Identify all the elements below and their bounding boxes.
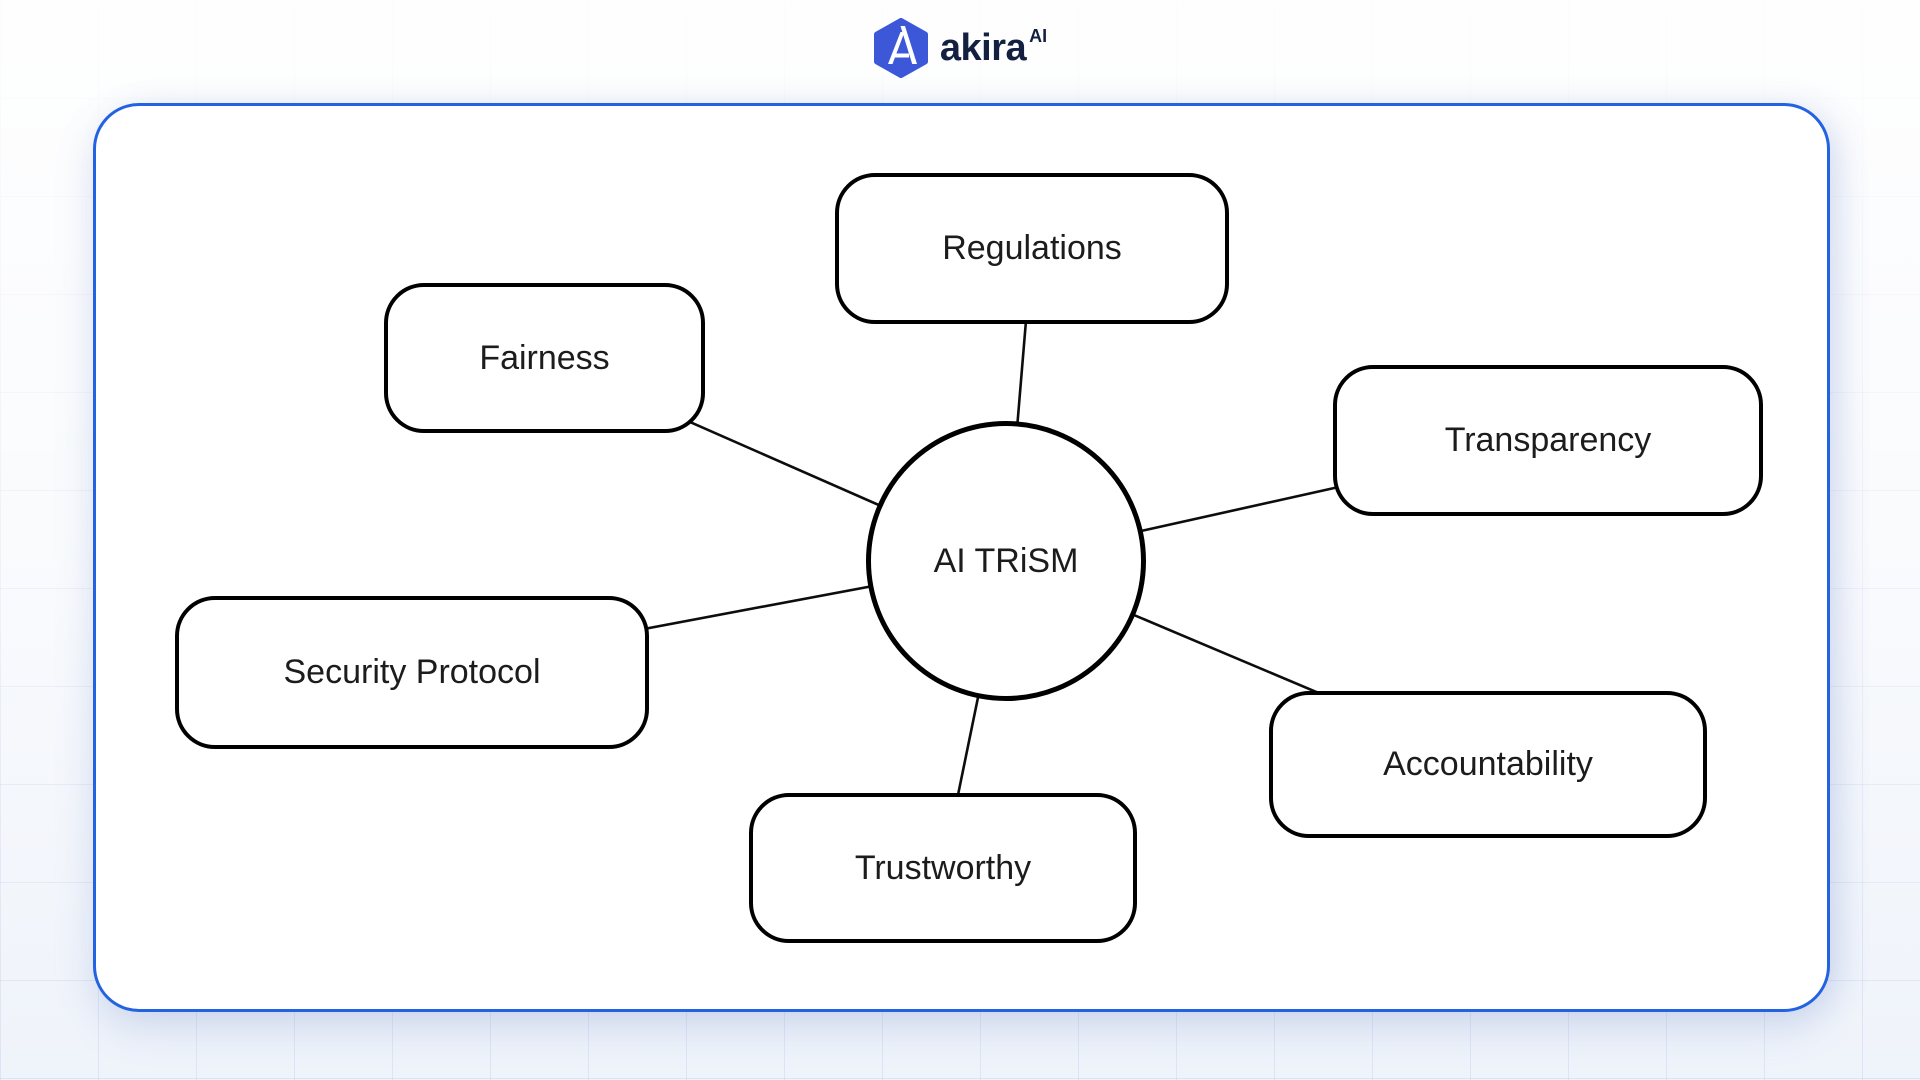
- node-label: Trustworthy: [854, 848, 1032, 887]
- hub-label: AI TRiSM: [933, 541, 1079, 580]
- akira-hexagon-a-icon: [873, 18, 928, 78]
- node-security-protocol: Security Protocol: [175, 596, 649, 749]
- node-label: Regulations: [942, 229, 1122, 267]
- node-label: Accountability: [1383, 745, 1593, 783]
- node-label: Security Protocol: [283, 653, 541, 691]
- brand-superscript: AI: [1029, 26, 1048, 46]
- node-accountability: Accountability: [1269, 691, 1707, 838]
- logo: akira AI: [0, 14, 1920, 82]
- node-label: Fairness: [479, 338, 610, 377]
- hub-ai-trism: AI TRiSM: [866, 421, 1146, 701]
- brand-name-text: akira: [939, 27, 1027, 69]
- node-regulations: Regulations: [835, 173, 1229, 324]
- node-label: Transparency: [1444, 421, 1652, 459]
- node-trustworthy: Trustworthy: [749, 793, 1137, 943]
- node-transparency: Transparency: [1333, 365, 1763, 516]
- brand-name: akira AI: [939, 26, 1048, 69]
- node-fairness: Fairness: [384, 283, 705, 433]
